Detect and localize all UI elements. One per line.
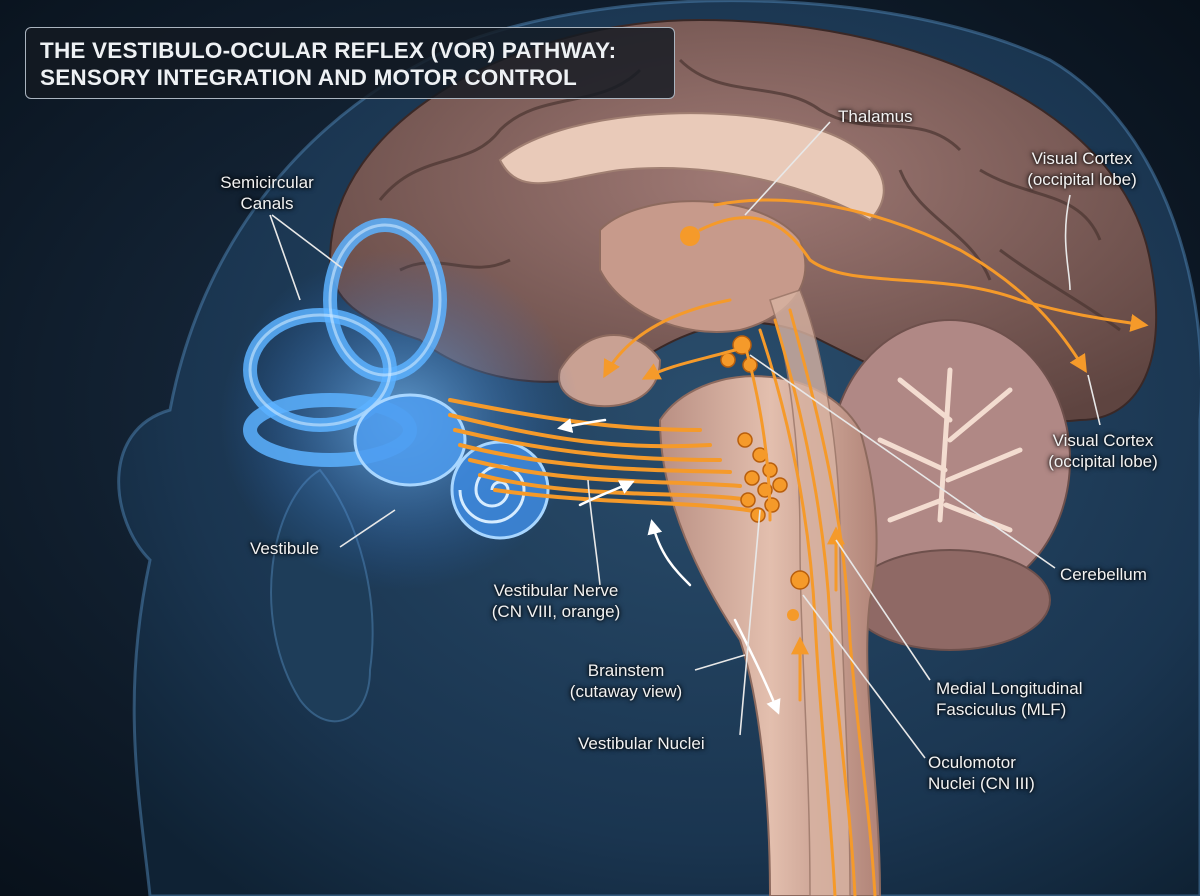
oculomotor-nucleus-small	[787, 609, 799, 621]
thalamus-nucleus	[680, 226, 700, 246]
white-arrows	[557, 418, 781, 715]
title-line-2: SENSORY INTEGRATION AND MOTOR CONTROL	[40, 65, 577, 90]
label-thalamus: Thalamus	[838, 107, 913, 126]
label-vestibule: Vestibule	[250, 539, 319, 558]
title-box: THE VESTIBULO-OCULAR REFLEX (VOR) PATHWA…	[25, 27, 675, 99]
cerebellum-shape	[829, 319, 1071, 651]
vestibular-nuclei-cluster	[737, 432, 788, 523]
label-vestibular-nerve: Vestibular Nerve (CN VIII, orange)	[491, 581, 621, 621]
label-mlf: Medial Longitudinal Fasciculus (MLF)	[936, 679, 1083, 719]
oculomotor-nucleus	[790, 570, 810, 590]
label-oculomotor-nuclei: Oculomotor Nuclei (CN III)	[928, 753, 1035, 793]
vestibule-shape	[353, 393, 467, 487]
title-line-1: THE VESTIBULO-OCULAR REFLEX (VOR) PATHWA…	[40, 38, 617, 63]
label-cerebellum: Cerebellum	[1060, 565, 1147, 584]
corpus-callosum	[498, 112, 885, 222]
label-visual-cortex-right: Visual Cortex (occipital lobe)	[1048, 431, 1158, 471]
vestibular-nerve-bundle	[448, 398, 762, 514]
leader-lines	[269, 121, 1101, 759]
label-semicircular-canals: Semicircular Canals	[220, 173, 314, 213]
label-brainstem: Brainstem (cutaway view)	[569, 661, 683, 701]
label-visual-cortex-top: Visual Cortex (occipital lobe)	[1027, 149, 1137, 189]
upper-nuclei	[720, 335, 758, 373]
orange-pathways	[603, 198, 1149, 896]
label-vestibular-nuclei: Vestibular Nuclei	[578, 734, 705, 753]
